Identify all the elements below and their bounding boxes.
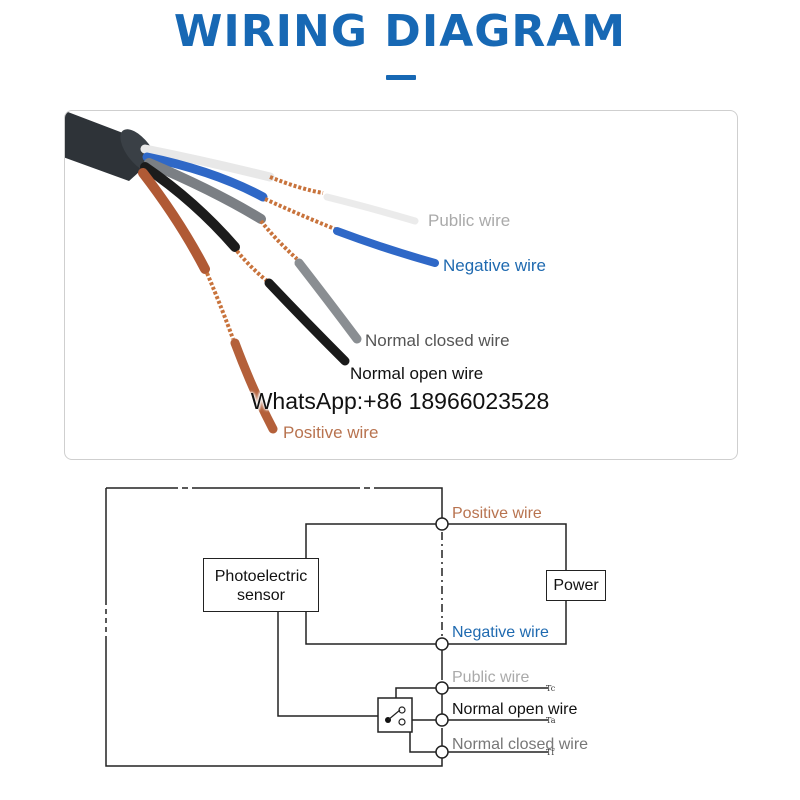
schem-label-positive: Positive wire xyxy=(452,505,542,522)
positive-wire-copper xyxy=(205,272,235,340)
terminal-normal-closed xyxy=(435,745,449,759)
terminal-public xyxy=(435,681,449,695)
no-wire-copper xyxy=(235,249,269,283)
schem-label-public: Public wire xyxy=(452,669,530,686)
no-wire-insulation xyxy=(140,162,240,252)
positive-line xyxy=(305,523,567,571)
power-box: Power xyxy=(546,570,606,601)
terminal-tc-label: Tc xyxy=(546,684,556,693)
photoelectric-sensor-box: Photoelectric sensor xyxy=(203,558,319,612)
nc-wire-insulation xyxy=(144,158,266,224)
negative-wire-copper xyxy=(264,197,336,231)
negative-wire-insulation xyxy=(142,152,268,202)
photo-label-public: Public wire xyxy=(428,211,511,230)
schem-label-normal-open: Normal open wire xyxy=(452,701,578,718)
terminal-ta-label: Ta xyxy=(546,716,556,725)
photo-label-positive: Positive wire xyxy=(283,423,379,442)
terminal-normal-open xyxy=(435,713,449,727)
photo-label-negative: Negative wire xyxy=(443,256,546,275)
title-underline xyxy=(386,75,416,80)
cable-jacket xyxy=(65,111,149,181)
nc-wire-copper xyxy=(259,219,299,261)
cable-illustration xyxy=(65,111,439,434)
public-wire-copper xyxy=(269,175,324,195)
photo-label-normal-closed: Normal closed wire xyxy=(365,331,510,350)
page-title: WIRING DIAGRAM xyxy=(173,6,627,57)
terminal-tf-label: Tf xyxy=(546,748,555,757)
relay-switch-box xyxy=(377,697,413,733)
cable-photo: Public wire Negative wire Normal closed … xyxy=(64,110,738,460)
whatsapp-watermark: WhatsApp:+86 18966023528 xyxy=(250,388,550,414)
sensor-switch-line xyxy=(277,612,380,717)
schem-label-negative: Negative wire xyxy=(452,624,549,641)
positive-wire-insulation xyxy=(138,168,210,274)
terminal-positive xyxy=(435,517,449,531)
public-wire-insulation xyxy=(140,144,275,182)
terminal-negative xyxy=(435,637,449,651)
photo-label-normal-open: Normal open wire xyxy=(350,364,484,383)
schem-label-normal-closed: Normal closed wire xyxy=(452,736,589,753)
